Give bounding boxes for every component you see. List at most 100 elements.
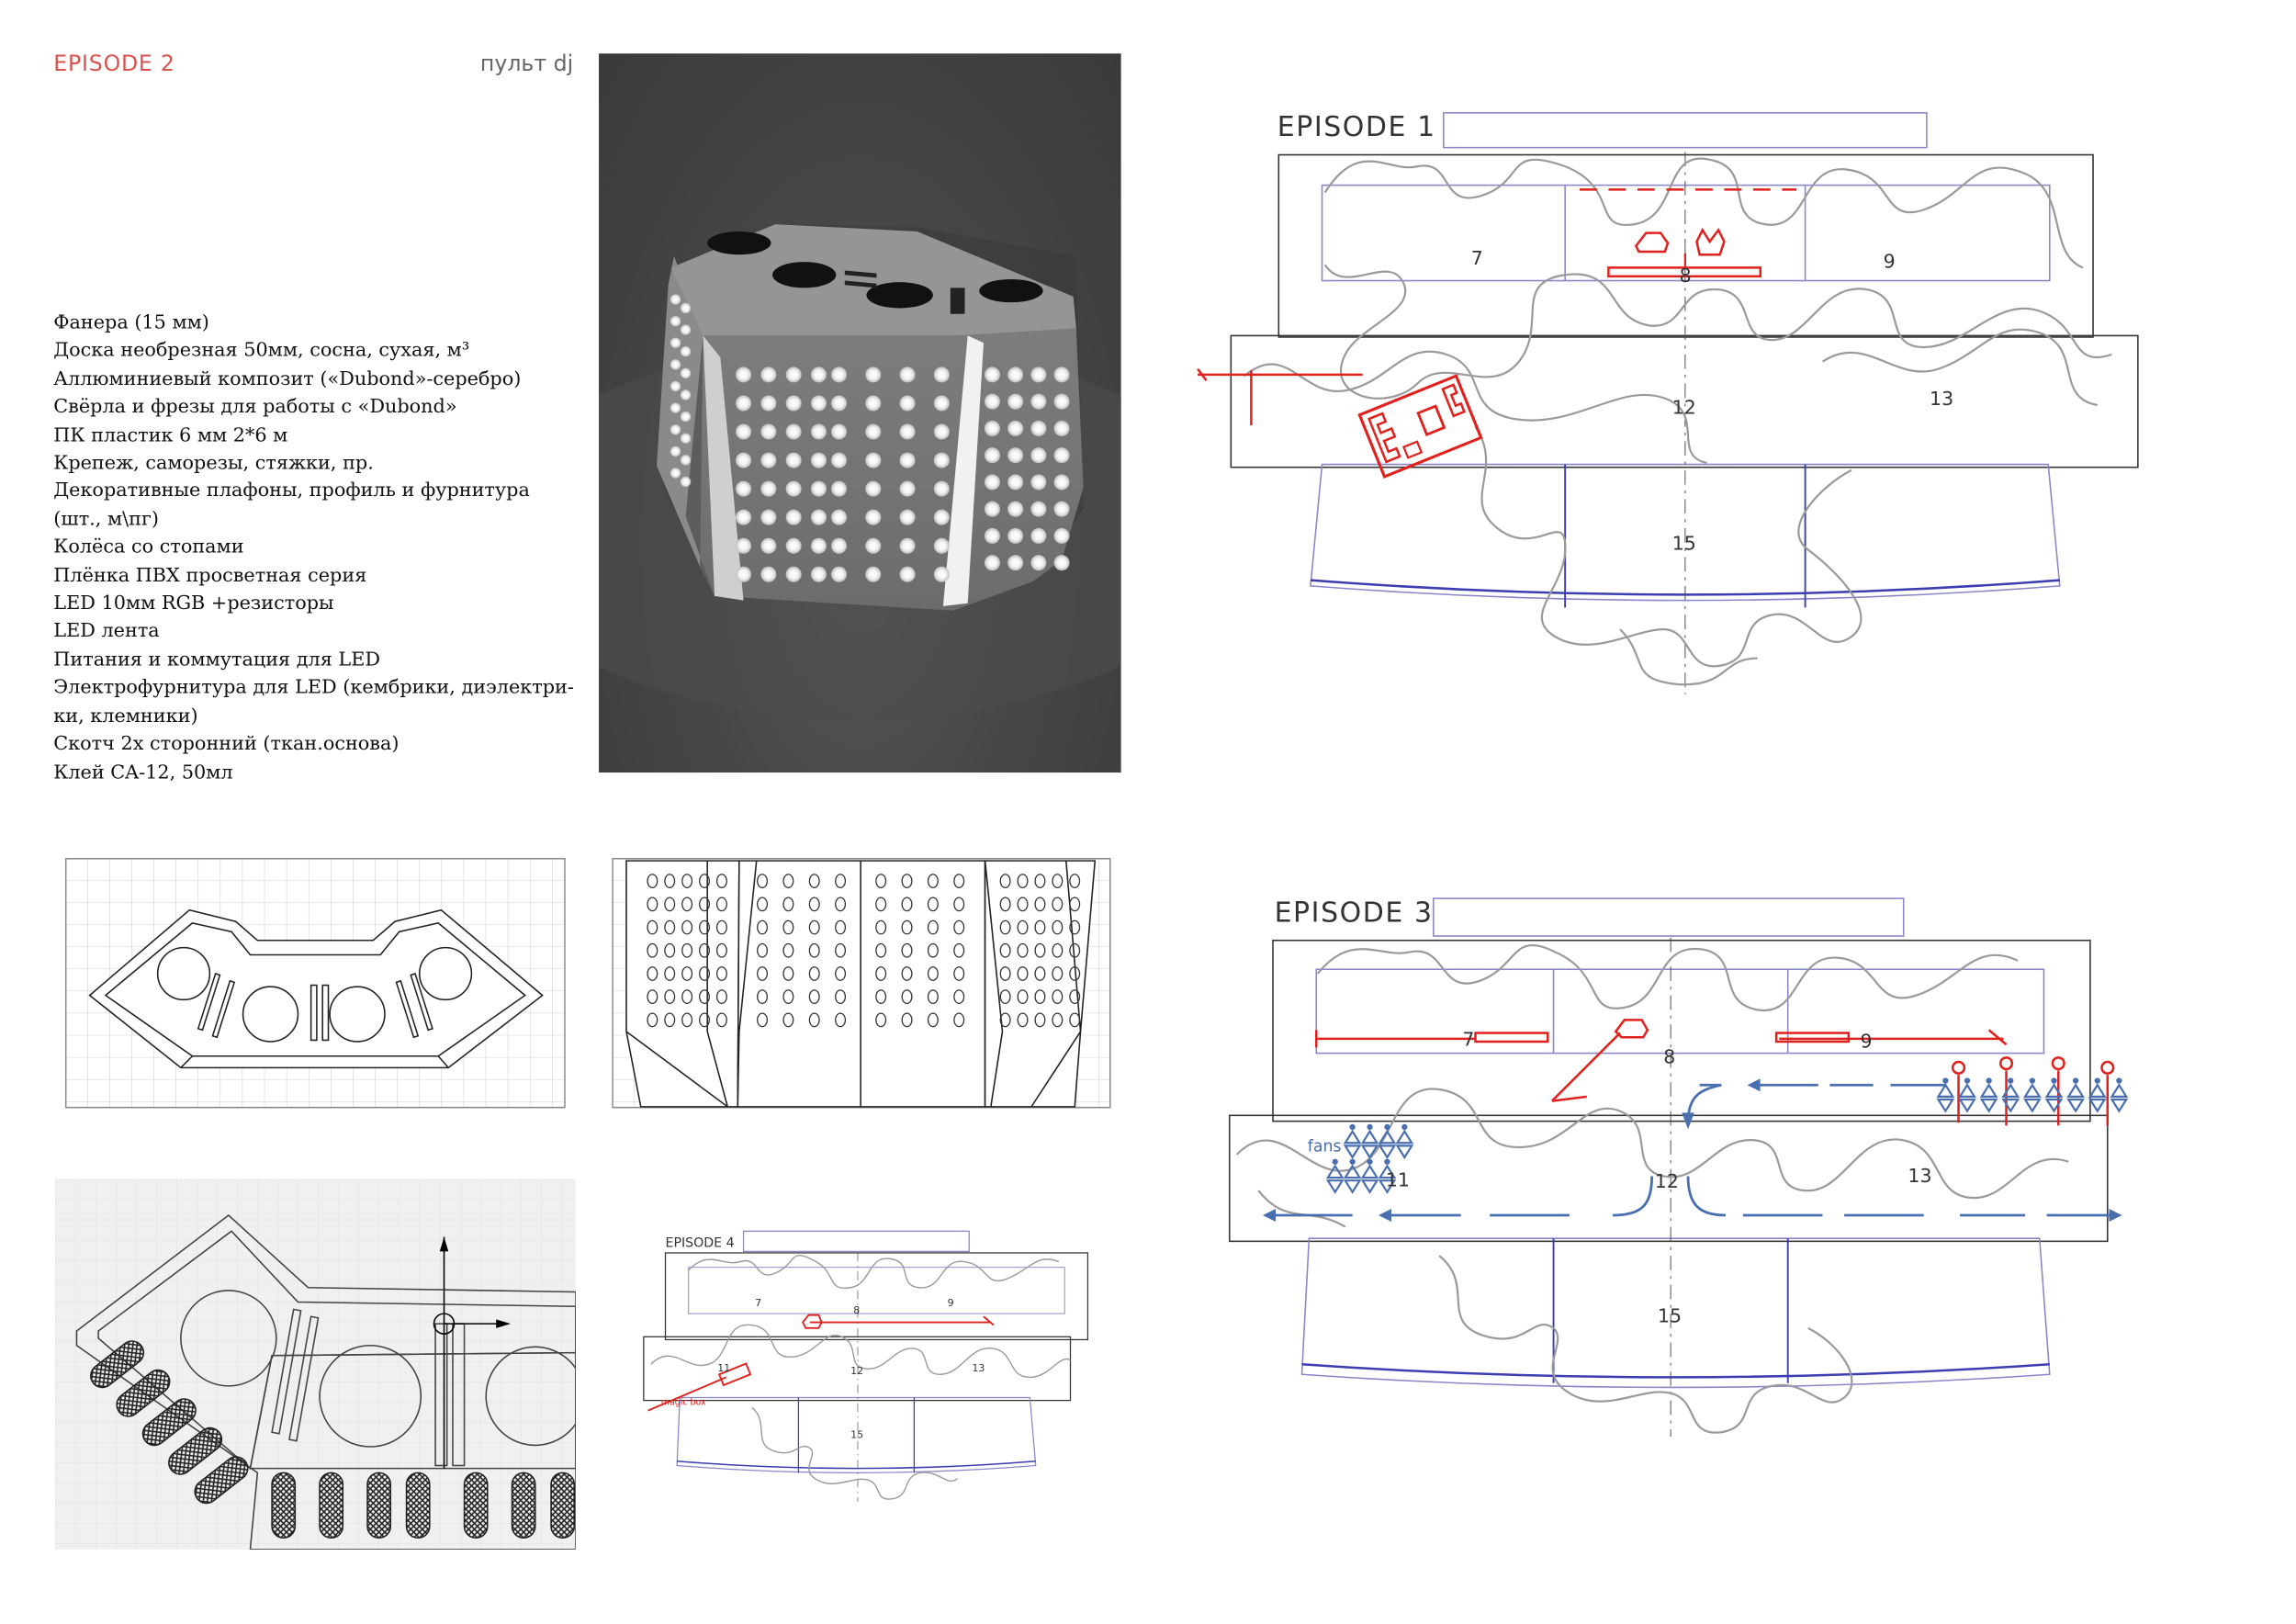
led-hole	[1069, 919, 1081, 935]
led-light	[760, 395, 777, 412]
fan-icon	[1936, 1077, 1955, 1113]
material-item: Электрофурнитура для LED (кембрики, диэл…	[53, 677, 574, 727]
led-light	[1053, 367, 1070, 383]
led-light	[830, 423, 848, 440]
led-hole	[901, 989, 913, 1005]
led-hole	[1069, 874, 1081, 889]
led-light	[830, 452, 848, 468]
led-light	[785, 452, 802, 468]
led-hole	[927, 989, 939, 1005]
led-hole	[757, 874, 769, 889]
led-light	[736, 509, 752, 525]
led-light	[933, 509, 950, 525]
episode3-svg: fans 7 8 9 11 12 13 15	[1228, 897, 2129, 1437]
led-light	[899, 509, 916, 525]
led-light	[680, 367, 692, 379]
led-light	[810, 566, 827, 582]
led-light	[760, 566, 777, 582]
led-light	[830, 566, 848, 582]
led-hole	[835, 966, 847, 981]
episode1-heading: EPISODE 1	[1277, 111, 1436, 143]
led-hole	[953, 897, 965, 912]
led-light	[785, 395, 802, 412]
material-item: LED лента	[53, 621, 160, 644]
led-array	[670, 294, 1070, 582]
episode3-heading: EPISODE 3	[1274, 897, 1434, 930]
led-hole	[647, 919, 658, 935]
led-hole	[1034, 989, 1046, 1005]
led-hole	[901, 1012, 913, 1028]
led-light	[760, 367, 777, 383]
led-light	[984, 447, 1000, 464]
led-hole	[757, 942, 769, 958]
led-light	[680, 389, 692, 400]
led-hole	[901, 874, 913, 889]
led-light	[1030, 447, 1047, 464]
led-light	[736, 395, 752, 412]
led-hole	[808, 966, 820, 981]
fan-icon	[1979, 1077, 1998, 1113]
led-light	[984, 393, 1000, 410]
fans-crowd-left	[1325, 1123, 1414, 1194]
led-light	[984, 474, 1000, 491]
led-hole	[782, 942, 794, 958]
led-hole	[927, 1012, 939, 1028]
zone-label: 8	[1680, 265, 1692, 287]
led-light	[865, 537, 882, 554]
led-hole	[1034, 942, 1046, 958]
led-light	[736, 452, 752, 468]
led-hole	[1069, 1012, 1081, 1028]
led-hole	[927, 942, 939, 958]
episode4-svg: EPISODE 4 magic box 7 8 9 11 12 13 15	[643, 1230, 1089, 1502]
led-light	[984, 367, 1000, 383]
led-light	[1030, 420, 1047, 436]
dj-console-render	[483, 53, 1236, 773]
led-light	[1007, 501, 1024, 517]
led-hole	[681, 942, 693, 958]
led-light	[899, 480, 916, 497]
led-hole	[999, 919, 1011, 935]
led-hole	[999, 897, 1011, 912]
fan-icon	[1343, 1158, 1362, 1194]
led-hole	[875, 989, 887, 1005]
led-light	[865, 566, 882, 582]
zone-label: 13	[972, 1362, 985, 1374]
zone-label: 11	[1386, 1169, 1410, 1191]
led-hole	[1034, 897, 1046, 912]
top-view-drawing	[64, 857, 566, 1115]
led-hole	[953, 966, 965, 981]
zone-label: 13	[1930, 388, 1953, 410]
material-item: Фанера (15 мм)	[53, 312, 209, 334]
led-hole	[681, 874, 693, 889]
led-hole	[999, 1012, 1011, 1028]
led-light	[680, 433, 692, 444]
led-light	[1030, 367, 1047, 383]
crowd-label: fans	[1308, 1138, 1342, 1156]
led-hole	[757, 897, 769, 912]
led-light	[1053, 447, 1070, 464]
led-hole	[1017, 1012, 1029, 1028]
led-light	[899, 452, 916, 468]
led-hole	[835, 942, 847, 958]
led-light	[810, 367, 827, 383]
led-light	[1053, 501, 1070, 517]
led-light	[785, 537, 802, 554]
front-elevation-svg	[612, 857, 1111, 1109]
zone-label: 15	[850, 1429, 863, 1441]
led-hole	[808, 897, 820, 912]
fan-icon	[1360, 1158, 1379, 1194]
led-light	[1007, 527, 1024, 544]
led-hole	[681, 966, 693, 981]
led-hole	[782, 874, 794, 889]
led-light	[1030, 555, 1047, 571]
led-light	[1007, 555, 1024, 571]
cad-view-svg	[54, 1179, 586, 1551]
led-hole	[647, 942, 658, 958]
led-light	[933, 452, 950, 468]
episode4-heading: EPISODE 4	[666, 1236, 735, 1251]
led-light	[1007, 447, 1024, 464]
materials-list: Фанера (15 мм) Доска необрезная 50мм, со…	[53, 310, 586, 787]
led-light	[810, 395, 827, 412]
led-light	[670, 337, 681, 348]
led-hole	[1052, 874, 1064, 889]
